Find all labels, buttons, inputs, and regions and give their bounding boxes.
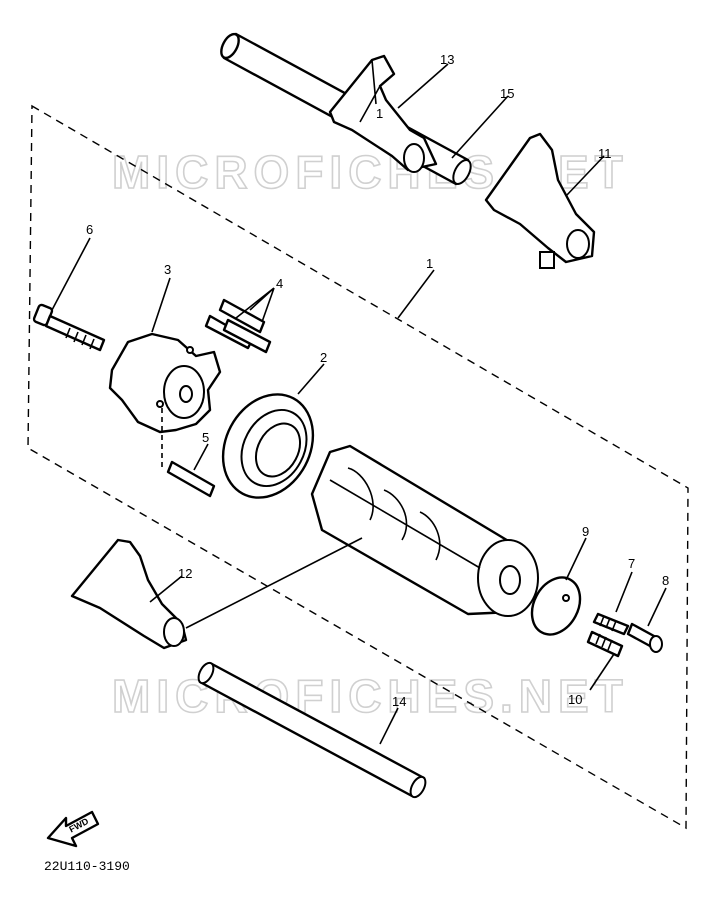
callout-2: 2 bbox=[320, 350, 327, 365]
part-3-segment bbox=[108, 332, 222, 434]
part-7-spring bbox=[592, 612, 630, 636]
part-11-shift-fork bbox=[484, 132, 596, 269]
callout-10: 10 bbox=[568, 692, 582, 707]
svg-text:1: 1 bbox=[376, 106, 383, 121]
callout-6: 6 bbox=[86, 222, 93, 237]
callout-1: 1 bbox=[426, 256, 433, 271]
callout-8: 8 bbox=[662, 573, 669, 588]
callout-13: 13 bbox=[440, 52, 454, 67]
callout-11: 11 bbox=[598, 146, 612, 161]
part-2-bearing bbox=[221, 393, 315, 499]
callout-3: 3 bbox=[164, 262, 171, 277]
shift-drum bbox=[310, 444, 539, 617]
part-4-pins bbox=[204, 298, 272, 354]
callout-9: 9 bbox=[582, 524, 589, 539]
part-8-plunger bbox=[626, 622, 663, 653]
callout-7: 7 bbox=[628, 556, 635, 571]
fwd-arrow-icon: FWD bbox=[46, 810, 100, 848]
callout-15: 15 bbox=[500, 86, 514, 101]
part-6-bolt bbox=[32, 303, 106, 352]
part-10-spring bbox=[586, 630, 624, 658]
part-13-shift-fork: 1 bbox=[328, 54, 438, 173]
part-12-shift-fork bbox=[70, 537, 363, 650]
part-5-pin bbox=[161, 408, 216, 498]
leader-lines bbox=[51, 63, 667, 745]
watermark-bottom: MICROFICHES.NET bbox=[112, 670, 629, 722]
callout-12: 12 bbox=[178, 566, 192, 581]
part-14-shaft bbox=[197, 661, 427, 799]
assembly-boundary bbox=[27, 104, 689, 830]
callout-5: 5 bbox=[202, 430, 209, 445]
callout-14: 14 bbox=[392, 694, 406, 709]
diagram-code: 22U110-3190 bbox=[44, 859, 130, 874]
part-9-washer bbox=[530, 576, 582, 636]
callout-4: 4 bbox=[276, 276, 283, 291]
